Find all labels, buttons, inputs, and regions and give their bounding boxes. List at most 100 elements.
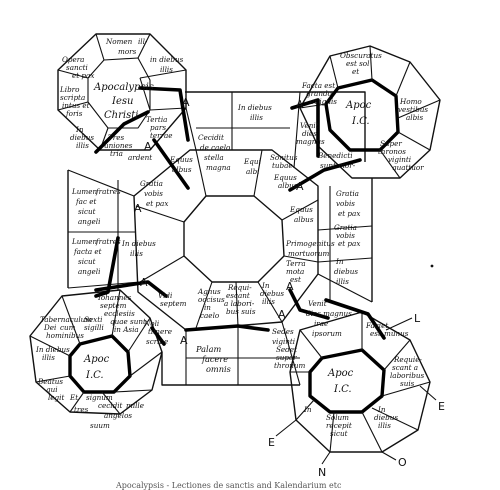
label-nl_30: et pax	[146, 199, 168, 208]
label-sl_11: Beatus	[37, 377, 63, 386]
label-nl_11: intus et	[62, 101, 90, 110]
right-band	[317, 186, 373, 303]
label-hub_9: Vidi	[158, 291, 172, 300]
label-nr_10: vestibus	[398, 105, 428, 114]
label-nr_16: Venit	[300, 121, 319, 130]
label-nr_25: Gratia	[336, 189, 359, 198]
sw-labels: Tabernaculum Dei cum hominibus Sexti sig…	[35, 315, 144, 430]
label-nr_6: et ignis	[310, 97, 337, 106]
label-sl_7: In diebus	[35, 345, 70, 354]
label-hub_33: thronum	[274, 361, 306, 370]
label-sl_15: signum	[86, 393, 113, 402]
label-top_3: Cecidit	[198, 133, 224, 142]
label-sl_10: I.C.	[85, 370, 104, 381]
label-top_2: illis	[250, 113, 263, 122]
label-nl_5: sancti	[66, 63, 88, 72]
label-rw_8: In	[335, 257, 344, 266]
label-sl_6: sigilli	[84, 323, 104, 332]
label-nl_28: Gratia	[140, 179, 163, 188]
label-nr_4: Facta est	[301, 81, 335, 90]
label-sl_12: qui	[46, 385, 58, 394]
plan-outline	[67, 91, 373, 386]
bottom-wall	[161, 352, 300, 386]
label-nr_17: dies	[302, 129, 317, 138]
se-octagon-outline	[289, 311, 431, 453]
label-nl_7: in diebus	[150, 55, 184, 64]
label-top_7: Equi	[243, 157, 261, 166]
label-lw_10: angeli	[78, 267, 100, 276]
label-hub_5: in Asia	[114, 325, 139, 334]
label-nl_24: pars	[150, 123, 166, 132]
marker-a-7: A	[180, 334, 188, 347]
bottom-band	[185, 321, 301, 386]
label-rw_10: illis	[336, 277, 349, 286]
label-nr_15: quattuor	[392, 163, 424, 172]
label-nr_2: est sol	[346, 59, 369, 68]
label-nr_11: albis	[406, 113, 423, 122]
label-sr_4: Apoc	[327, 368, 354, 379]
top-wall	[185, 91, 366, 162]
label-nl_21: tria	[110, 149, 123, 158]
nw-octagon	[57, 33, 187, 151]
marker-a-8: A	[278, 308, 286, 321]
label-hub_19: In	[261, 281, 270, 290]
label-hub_30: viginti	[272, 337, 295, 346]
se-labels: Faciet est munus Apoc I.C. Requie- scant…	[303, 321, 424, 438]
label-lw_7: fratres	[95, 237, 121, 246]
label-nl_25: terrae	[150, 131, 173, 140]
label-nl_27: albus	[172, 165, 192, 174]
label-hub_20: diebus	[260, 289, 284, 298]
marker-a-5: A	[296, 98, 304, 111]
label-nr_9: Homo	[399, 97, 422, 106]
label-sr_7: scant a	[392, 363, 418, 372]
marker-a-3: A	[134, 202, 142, 215]
label-sl_19: angelos	[104, 411, 132, 420]
label-top_6: magna	[206, 163, 231, 172]
label-nr_22: sunt mor-	[320, 161, 356, 170]
label-lw_5: angeli	[78, 217, 100, 226]
label-hub_23: mota	[286, 267, 304, 276]
label-nl_15: Christi	[104, 110, 138, 121]
nw-inner	[87, 57, 151, 129]
label-nl_10: scripta	[60, 93, 85, 102]
label-hub_11: Agnus	[197, 287, 221, 296]
label-hub_17: a labori-	[224, 299, 255, 308]
label-nl_12: foris	[65, 109, 83, 118]
label-sl_3: cum	[60, 323, 76, 332]
hub-labels: Iohannes septem ecclesiis quae sunt in A…	[97, 259, 352, 370]
label-hub_8: scribe	[146, 337, 168, 346]
label-nl_23: Tertia	[146, 115, 167, 124]
direction-o: O	[398, 456, 407, 469]
label-hub_2: septem	[100, 301, 127, 310]
label-nl_14: Iesu	[111, 96, 133, 107]
ne-octagon-outline	[299, 45, 441, 179]
label-nl_18: illis	[76, 141, 89, 150]
top-labels: In diebus illis Cecidit de caelo stella …	[198, 103, 272, 176]
label-sl_20: suum	[90, 421, 110, 430]
sw-octagon	[29, 289, 163, 415]
label-hub_6: Noli	[143, 319, 159, 328]
label-sr_16: In	[303, 405, 312, 414]
direction-e-right: E	[438, 400, 445, 413]
label-hub_4: quae sunt	[110, 317, 146, 326]
label-sr_1: Faciet	[365, 321, 388, 330]
label-hub_3: ecclesiis	[104, 309, 135, 318]
label-sr_5: I.C.	[333, 384, 352, 395]
nw-labels: Nomen ill- mors Opera sancti et pax in d…	[59, 37, 193, 208]
ink-dot	[430, 264, 434, 268]
label-hub_13: in	[204, 303, 211, 312]
marker-a-4: A	[296, 180, 304, 193]
label-rw_1: Equus	[289, 205, 313, 214]
label-sl_14: Et	[69, 393, 78, 402]
label-hub_1: Iohannes	[97, 293, 132, 302]
label-lw_3: fac et	[75, 197, 97, 206]
label-nl_20: uniones	[104, 141, 133, 150]
sw-octagon-outline	[29, 289, 163, 415]
label-lw_12: illis	[130, 249, 143, 258]
footer-caption: Apocalypsis - Lectiones de sanctis and K…	[115, 481, 342, 490]
label-nl_4: Opera	[62, 55, 84, 64]
label-bot_2: facere	[201, 354, 228, 364]
label-nr_7: Apoc	[345, 100, 372, 111]
label-top_8: albi	[246, 167, 259, 176]
label-hub_7: timere	[148, 327, 172, 336]
